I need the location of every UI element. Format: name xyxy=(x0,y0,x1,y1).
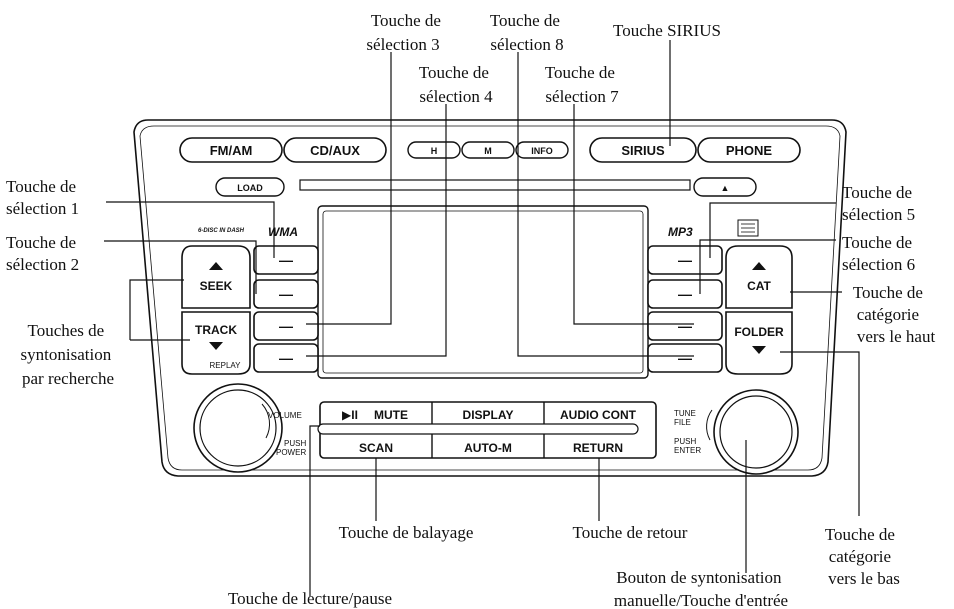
load-label: LOAD xyxy=(237,183,263,193)
track-button[interactable]: TRACK REPLAY xyxy=(181,311,251,375)
fm-am-button[interactable]: FM/AM xyxy=(179,137,283,163)
callout-scan: Touche de balayage xyxy=(339,523,474,542)
volume-knob[interactable] xyxy=(193,383,283,473)
auto-m-label: AUTO-M xyxy=(464,441,512,455)
preset-2-button[interactable]: — xyxy=(253,279,319,309)
track-label: TRACK xyxy=(195,323,237,337)
preset-6-button[interactable]: — xyxy=(647,279,723,309)
callout-cat-down: Touche de catégorie vers le bas xyxy=(825,525,900,588)
preset-4-label: — xyxy=(279,350,293,366)
auto-m-button[interactable]: AUTO-M xyxy=(464,441,512,455)
replay-label: REPLAY xyxy=(210,361,242,370)
callout-preset-8: Touche de sélection 8 xyxy=(490,11,564,54)
display-screen-inner xyxy=(322,210,644,374)
play-pause-icon: ▶II xyxy=(342,408,358,422)
callout-return: Touche de retour xyxy=(573,523,688,542)
return-label: RETURN xyxy=(573,441,623,455)
preset-7-label: — xyxy=(678,318,692,334)
phone-button[interactable]: PHONE xyxy=(697,137,801,163)
audio-cont-label: AUDIO CONT xyxy=(560,408,637,422)
preset-8-label: — xyxy=(678,350,692,366)
seek-up-arrow-icon xyxy=(209,262,223,270)
return-button[interactable]: RETURN xyxy=(573,441,623,455)
callout-preset-5: Touche de sélection 5 xyxy=(842,183,916,224)
tune-file-knob[interactable] xyxy=(713,389,799,475)
info-label: INFO xyxy=(531,146,553,156)
enter-label: ENTER xyxy=(674,446,701,455)
volume-arc-icon xyxy=(261,403,271,439)
display-screen xyxy=(317,205,649,379)
sirius-button[interactable]: SIRIUS xyxy=(589,137,697,163)
eject-icon: ▲ xyxy=(721,183,730,193)
h-button[interactable]: H xyxy=(407,141,461,159)
track-down-arrow-icon xyxy=(209,342,223,350)
play-pause-mute-button[interactable]: ▶II MUTE xyxy=(342,408,408,422)
m-label: M xyxy=(484,146,492,156)
preset-8-button[interactable]: — xyxy=(647,343,723,373)
preset-7-button[interactable]: — xyxy=(647,311,723,341)
faceplate-inner xyxy=(139,125,841,471)
preset-1-button[interactable]: — xyxy=(253,245,319,275)
scan-label: SCAN xyxy=(359,441,393,455)
preset-4-button[interactable]: — xyxy=(253,343,319,373)
preset-6-label: — xyxy=(678,286,692,302)
cat-up-arrow-icon xyxy=(752,262,766,270)
cd-slot xyxy=(299,179,691,191)
callout-tune-enter: Bouton de syntonisation manuelle/Touche … xyxy=(614,568,788,609)
six-disc-logo: 6-DISC IN DASH xyxy=(198,228,245,234)
mute-label: MUTE xyxy=(374,408,408,422)
preset-2-label: — xyxy=(279,286,293,302)
wma-logo: WMA xyxy=(268,225,298,239)
tune-arc-icon xyxy=(706,409,713,441)
load-button[interactable]: LOAD xyxy=(215,177,285,197)
mp3-logo: MP3 xyxy=(668,225,693,239)
fm-am-label: FM/AM xyxy=(210,143,253,158)
audio-cont-button[interactable]: AUDIO CONT xyxy=(560,408,637,422)
power-label: POWER xyxy=(276,448,306,457)
tune-label: TUNE xyxy=(674,409,696,418)
m-button[interactable]: M xyxy=(461,141,515,159)
cat-label: CAT xyxy=(747,279,771,293)
info-button[interactable]: INFO xyxy=(515,141,569,159)
callout-preset-2: Touche de sélection 2 xyxy=(6,233,80,274)
display-button[interactable]: DISPLAY xyxy=(463,408,514,422)
callout-sirius: Touche SIRIUS xyxy=(613,21,721,40)
preset-3-label: — xyxy=(279,318,293,334)
cd-aux-button[interactable]: CD/AUX xyxy=(283,137,387,163)
file-label: FILE xyxy=(674,418,691,427)
compact-disc-logo xyxy=(737,219,759,237)
seek-button[interactable]: SEEK xyxy=(181,245,251,309)
push-label-left: PUSH xyxy=(284,439,306,448)
preset-5-button[interactable]: — xyxy=(647,245,723,275)
display-label: DISPLAY xyxy=(463,408,514,422)
preset-1-label: — xyxy=(279,252,293,268)
callout-seek-track: Touches de syntonisation par recherche xyxy=(21,321,116,388)
seek-label: SEEK xyxy=(200,279,233,293)
callout-preset-6: Touche de sélection 6 xyxy=(842,233,916,274)
cd-aux-label: CD/AUX xyxy=(310,143,360,158)
phone-label: PHONE xyxy=(726,143,773,158)
bottom-button-bank xyxy=(317,401,657,459)
callout-play-pause: Touche de lecture/pause xyxy=(228,589,392,608)
volume-label: VOLUME xyxy=(268,411,302,420)
callout-preset-4: Touche de sélection 4 xyxy=(419,63,493,106)
folder-down-arrow-icon xyxy=(752,346,766,354)
callout-preset-1: Touche de sélection 1 xyxy=(6,177,80,218)
preset-3-button[interactable]: — xyxy=(253,311,319,341)
callout-preset-3: Touche de sélection 3 xyxy=(366,11,445,54)
preset-5-label: — xyxy=(678,252,692,268)
folder-label: FOLDER xyxy=(734,325,784,339)
callout-cat-up: Touche de catégorie vers le haut xyxy=(853,283,936,346)
leader-lines xyxy=(104,40,860,596)
folder-button[interactable]: FOLDER xyxy=(725,311,793,375)
callout-preset-7: Touche de sélection 7 xyxy=(545,63,619,106)
eject-button[interactable]: ▲ xyxy=(693,177,757,197)
scan-button[interactable]: SCAN xyxy=(359,441,393,455)
h-label: H xyxy=(431,146,438,156)
push-label-right: PUSH xyxy=(674,437,696,446)
sirius-label: SIRIUS xyxy=(621,143,665,158)
cat-button[interactable]: CAT xyxy=(725,245,793,309)
